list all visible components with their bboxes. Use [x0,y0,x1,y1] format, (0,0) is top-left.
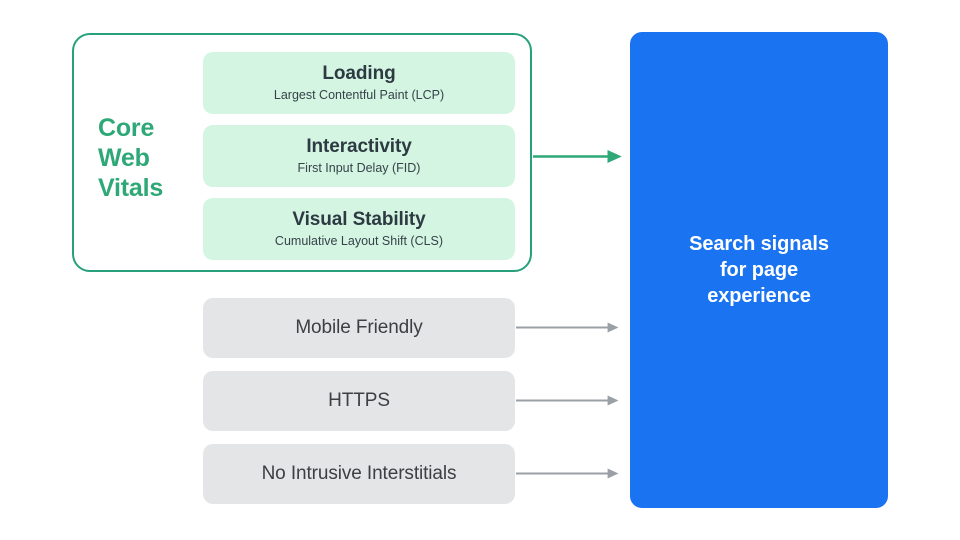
signal-label: HTTPS [328,390,390,411]
metric-card-loading: Loading Largest Contentful Paint (LCP) [203,52,515,114]
signal-card-mobile-friendly: Mobile Friendly [203,298,515,358]
signal-card-no-intrusive-interstitials: No Intrusive Interstitials [203,444,515,504]
core-web-vitals-label: Core Web Vitals [98,113,194,203]
core-web-vitals-label-line-2: Web [98,144,150,172]
metric-card-visual-stability: Visual Stability Cumulative Layout Shift… [203,198,515,260]
signal-label: No Intrusive Interstitials [261,463,457,484]
signal-label: Mobile Friendly [295,317,423,338]
metric-title: Visual Stability [292,209,426,230]
metric-title: Interactivity [306,136,412,157]
core-web-vitals-label-line-3: Vitals [98,174,164,202]
metric-subtitle: First Input Delay (FID) [297,161,421,175]
metric-card-interactivity: Interactivity First Input Delay (FID) [203,125,515,187]
core-web-vitals-label-line-1: Core [98,114,155,142]
search-signals-label: Search signals for page experience [689,233,829,307]
metric-title: Loading [322,63,396,84]
search-signals-box: Search signals for page experience [630,32,888,508]
signal-card-https: HTTPS [203,371,515,431]
metric-subtitle: Cumulative Layout Shift (CLS) [274,234,444,248]
metric-subtitle: Largest Contentful Paint (LCP) [273,88,445,102]
